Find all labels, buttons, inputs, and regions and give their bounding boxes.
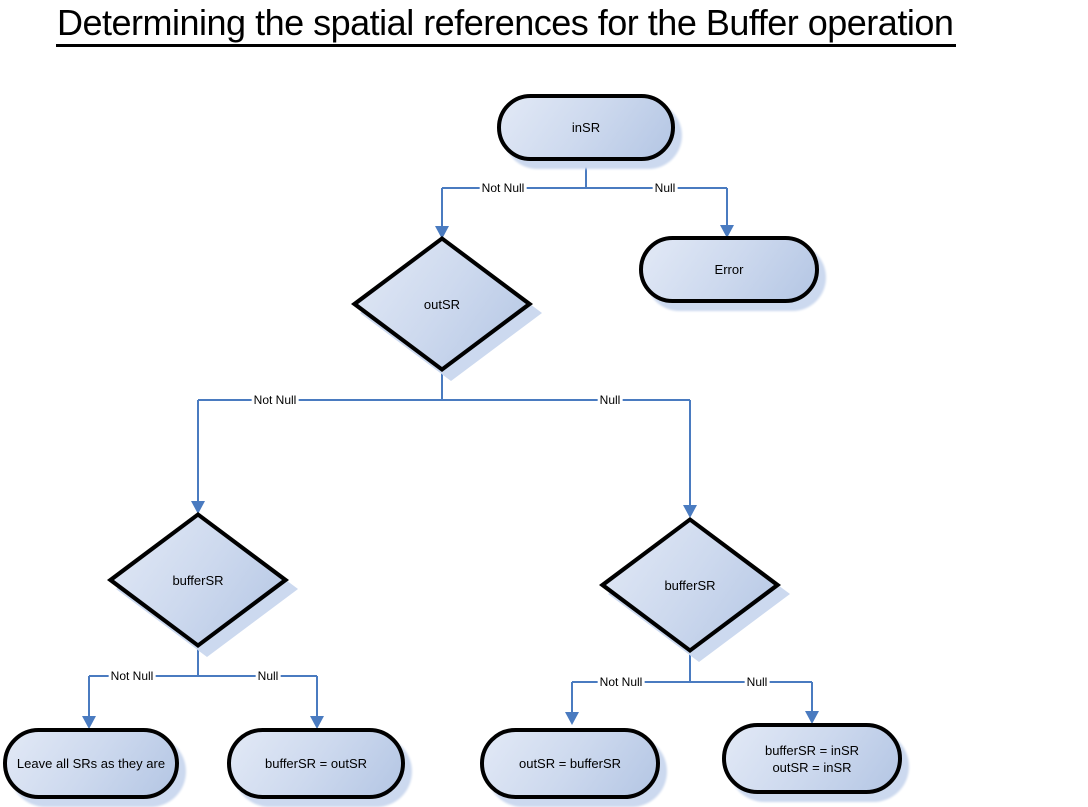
arrow-down-icon [565, 712, 579, 725]
edge-buffersr-left-branch [88, 647, 318, 719]
node-error: Error [639, 236, 819, 303]
edge-label-buffersr-left-not-null: Not Null [108, 669, 156, 683]
edge-label-buffersr-right-not-null: Not Null [597, 675, 645, 689]
arrow-down-icon [435, 226, 449, 239]
edge-label-buffersr-left-null: Null [255, 669, 281, 683]
arrow-down-icon [720, 225, 734, 238]
edge-buffersr-right-branch [571, 652, 813, 715]
decision-buffersr-left-label: bufferSR [172, 572, 224, 588]
arrow-down-icon [683, 505, 697, 518]
edge-outsr-branch [197, 371, 691, 508]
node-buffersr-eq-outsr: bufferSR = outSR [227, 728, 405, 799]
arrow-down-icon [805, 711, 819, 724]
arrow-down-icon [310, 716, 324, 729]
decision-buffersr-left: bufferSR [107, 512, 298, 657]
arrow-down-icon [191, 501, 205, 514]
edge-label-buffersr-right-null: Null [744, 675, 770, 689]
edge-insr-branch [441, 160, 728, 229]
node-leave-all-srs: Leave all SRs as they are [3, 728, 179, 799]
node-buffersr-eq-insr-line2: outSR = inSR [772, 759, 852, 775]
node-leave-all-srs-label: Leave all SRs as they are [16, 756, 166, 771]
node-buffersr-eq-outsr-label: bufferSR = outSR [264, 756, 367, 771]
node-buffersr-eq-insr: bufferSR = inSR outSR = inSR [722, 723, 902, 794]
node-insr-label: inSR [571, 120, 601, 135]
decision-outsr: outSR [351, 236, 542, 381]
edge-label-outsr-null: Null [597, 393, 623, 407]
node-insr: inSR [497, 94, 675, 161]
node-outsr-eq-buffersr-label: outSR = bufferSR [518, 756, 621, 771]
edge-label-insr-not-null: Not Null [479, 181, 527, 195]
decision-buffersr-right: bufferSR [599, 517, 790, 662]
node-buffersr-eq-insr-line1: bufferSR = inSR [764, 742, 860, 758]
node-error-label: Error [714, 262, 744, 277]
decision-outsr-label: outSR [423, 296, 461, 312]
node-outsr-eq-buffersr: outSR = bufferSR [480, 728, 660, 799]
edge-label-outsr-not-null: Not Null [251, 393, 299, 407]
arrow-down-icon [82, 716, 96, 729]
edge-label-insr-null: Null [652, 181, 678, 195]
decision-buffersr-right-label: bufferSR [664, 577, 716, 593]
page-title: Determining the spatial references for t… [56, 3, 957, 47]
